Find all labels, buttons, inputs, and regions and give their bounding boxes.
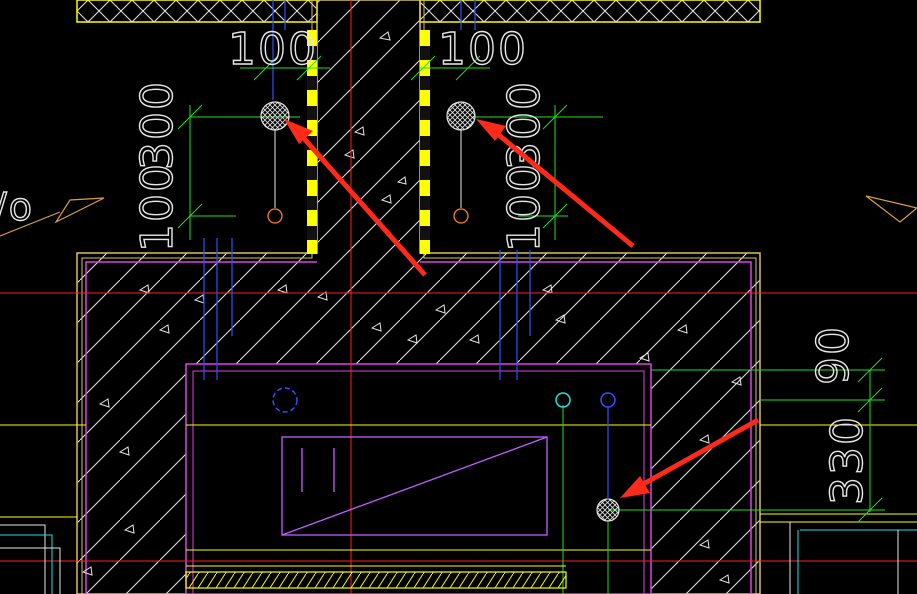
rebar-hatched-lower — [596, 498, 620, 522]
dimension-lines — [177, 55, 885, 594]
annotation-arrow-left — [284, 119, 427, 277]
bottom-yellow-bar — [185, 571, 567, 589]
dim-right-width: 100 — [438, 24, 528, 75]
annotation-arrow-lower — [620, 417, 760, 498]
dim-far-right-bottom: 330 — [822, 415, 873, 505]
rebar-hatched-left — [260, 101, 290, 131]
rebar-hatched-right — [446, 101, 476, 131]
rebar-circles — [260, 101, 620, 522]
dim-far-right-top: 90 — [808, 325, 859, 385]
top-left-block — [76, 0, 318, 23]
dim-left-width: 100 — [228, 24, 318, 75]
purple-panel — [281, 436, 548, 536]
rebar-lines — [203, 0, 531, 380]
top-right-block — [419, 0, 761, 23]
dim-left-vertical-bottom: 100 — [132, 162, 183, 252]
annotation-arrow-right — [476, 119, 635, 248]
dimension-labels: 100 100 300 100 300 100 90 330 /o — [0, 23, 874, 505]
reference-lines — [0, 424, 917, 551]
insulation-strip-left — [307, 30, 317, 254]
annotation-arrows — [284, 119, 760, 498]
insulation-strip-right — [420, 30, 430, 254]
dim-right-vertical-bottom: 100 — [499, 162, 550, 252]
edge-lines — [0, 522, 917, 594]
side-label: /o — [0, 185, 34, 229]
inner-opening — [185, 363, 652, 594]
side-arrows — [0, 195, 917, 237]
dim-left-vertical-top: 300 — [132, 80, 183, 170]
